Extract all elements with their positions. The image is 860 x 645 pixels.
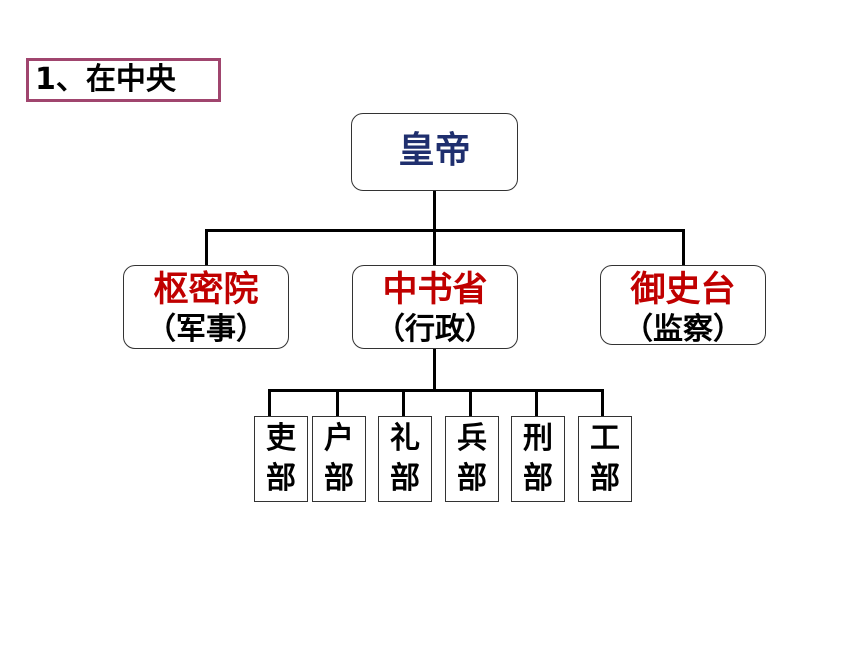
dept-node-shumiyuan: 枢密院 （军事） [123, 265, 289, 349]
ministry-char-bottom: 部 [390, 461, 420, 496]
ministry-char-top: 兵 [457, 421, 487, 456]
ministry-node-bingbu: 兵 部 [445, 416, 499, 502]
ministry-char-bottom: 部 [590, 461, 620, 496]
connector-zhongshu-down [433, 349, 436, 391]
ministry-node-gongbu: 工 部 [578, 416, 632, 502]
connector-to-ministry-1 [268, 389, 271, 417]
emperor-node: 皇帝 [351, 113, 518, 191]
connector-to-ministry-4 [469, 389, 472, 417]
connector-to-zhongshusheng [433, 229, 436, 267]
connector-to-shumiyuan [205, 229, 208, 267]
connector-to-ministry-2 [336, 389, 339, 417]
ministry-char-top: 刑 [523, 421, 553, 456]
ministry-char-top: 礼 [390, 421, 420, 456]
ministry-char-bottom: 部 [324, 461, 354, 496]
dept-role: （监察） [623, 312, 743, 347]
dept-node-yushitai: 御史台 （监察） [600, 265, 766, 347]
ministry-node-hubu: 户 部 [312, 416, 366, 502]
ministry-node-libu-personnel: 吏 部 [254, 416, 308, 502]
dept-role: （军事） [146, 312, 266, 347]
ministry-char-top: 工 [590, 421, 620, 456]
connector-to-ministry-6 [601, 389, 604, 417]
connector-to-yushitai [682, 229, 685, 267]
ministry-char-bottom: 部 [266, 461, 296, 496]
dept-node-zhongshusheng: 中书省 （行政） [352, 265, 518, 349]
ministry-node-libu-rites: 礼 部 [378, 416, 432, 502]
connector-to-ministry-5 [535, 389, 538, 417]
ministry-node-xingbu: 刑 部 [511, 416, 565, 502]
section-label: 1、在中央 [26, 58, 221, 102]
dept-name: 中书省 [382, 270, 488, 310]
ministry-char-top: 户 [324, 421, 354, 456]
dept-name: 枢密院 [153, 270, 259, 310]
ministry-char-bottom: 部 [457, 461, 487, 496]
connector-ministries-horizontal [268, 389, 604, 392]
dept-role: （行政） [375, 312, 495, 347]
ministry-char-top: 吏 [266, 421, 296, 456]
connector-emperor-down [433, 191, 436, 231]
dept-name: 御史台 [630, 270, 736, 310]
ministry-char-bottom: 部 [523, 461, 553, 496]
connector-top-horizontal [205, 229, 685, 232]
connector-to-ministry-3 [402, 389, 405, 417]
